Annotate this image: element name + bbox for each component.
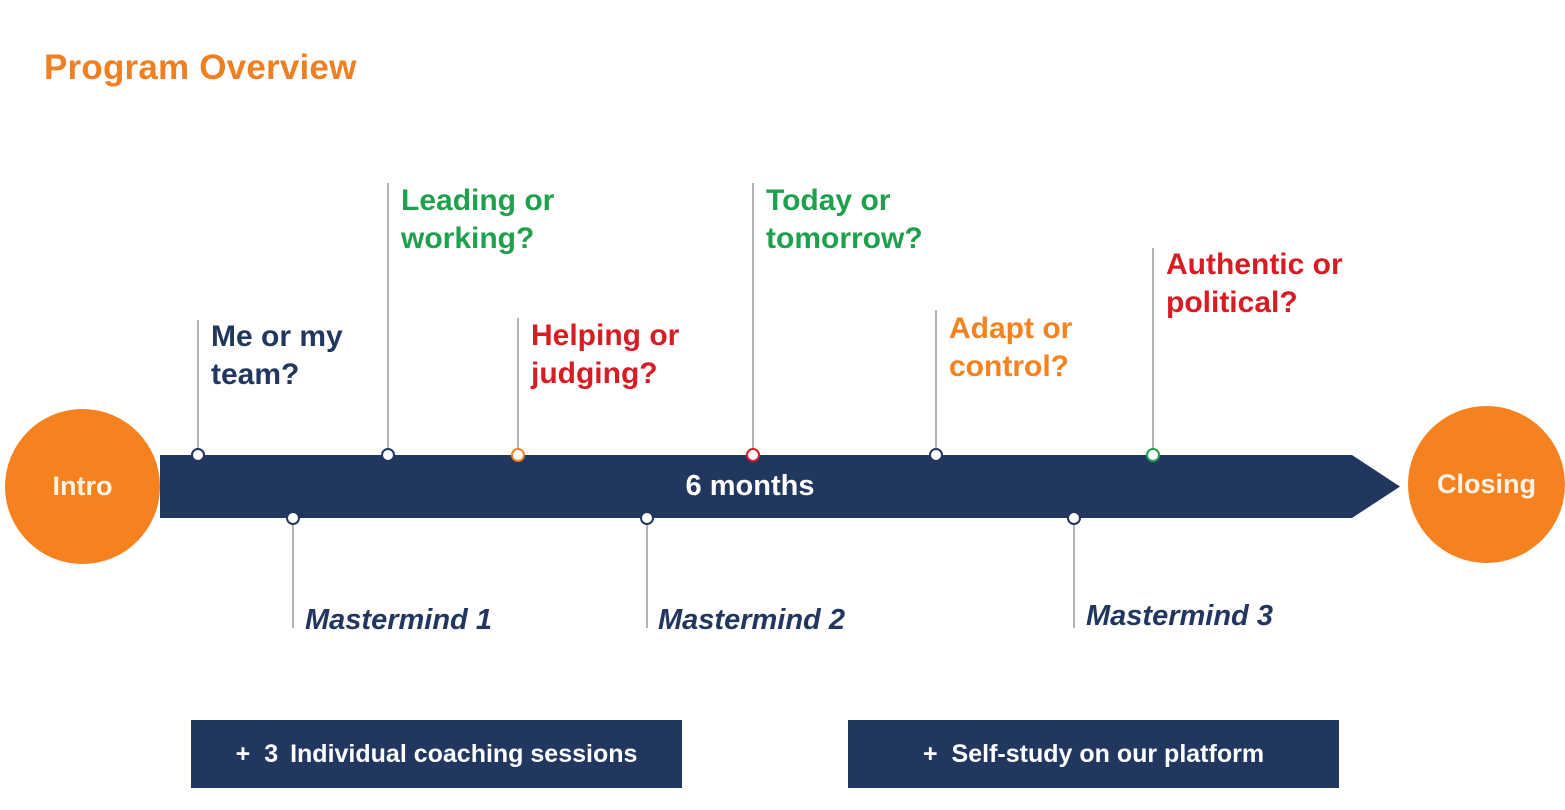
mastermind-connector-3 — [1073, 518, 1075, 628]
mastermind-marker-2[interactable] — [640, 511, 654, 525]
plus-icon: + — [922, 739, 938, 768]
mastermind-connector-2 — [646, 518, 648, 628]
timeline-end-closing[interactable]: Closing — [1408, 406, 1565, 563]
closing-label: Closing — [1437, 469, 1536, 499]
topic-marker-5[interactable] — [929, 448, 943, 462]
topic-connector-2 — [387, 183, 389, 455]
topic-connector-5 — [935, 310, 937, 455]
topic-connector-3 — [517, 318, 519, 455]
coaching-label: Individual coaching sessions — [290, 739, 638, 768]
topic-marker-6[interactable] — [1146, 448, 1160, 462]
topic-label-authentic-or-political: Authentic or political? — [1166, 248, 1343, 320]
topic-marker-2[interactable] — [381, 448, 395, 462]
intro-label: Intro — [52, 471, 113, 501]
mastermind-label-2: Mastermind 2 — [658, 604, 845, 636]
selfstudy-label: Self-study on our platform — [951, 739, 1265, 768]
topic-marker-3[interactable] — [511, 448, 525, 462]
topic-marker-1[interactable] — [191, 448, 205, 462]
topic-label-adapt-or-control: Adapt or control? — [949, 312, 1073, 384]
topic-marker-4[interactable] — [746, 448, 760, 462]
timeline-bar — [160, 455, 1400, 518]
topic-connector-4 — [752, 183, 754, 455]
topic-label-today-or-tomorrow: Today or tomorrow? — [766, 184, 923, 256]
page-title: Program Overview — [44, 48, 357, 87]
mastermind-marker-3[interactable] — [1067, 511, 1081, 525]
topic-label-helping-or-judging: Helping or judging? — [531, 319, 680, 391]
coaching-count: 3 — [264, 739, 279, 768]
mastermind-marker-1[interactable] — [286, 511, 300, 525]
timeline-start-intro[interactable]: Intro — [5, 409, 160, 564]
topic-connector-1 — [197, 320, 199, 455]
footer-chip-self-study[interactable]: + Self-study on our platform — [848, 720, 1339, 788]
plus-icon: + — [235, 739, 251, 768]
topic-connector-6 — [1152, 248, 1154, 455]
mastermind-label-1: Mastermind 1 — [305, 604, 492, 636]
topic-label-leading-or-working: Leading or working? — [401, 184, 555, 256]
footer-chip-coaching-sessions[interactable]: + 3 Individual coaching sessions — [191, 720, 682, 788]
mastermind-label-3: Mastermind 3 — [1086, 600, 1273, 632]
topic-label-me-or-my-team: Me or my team? — [211, 320, 343, 392]
mastermind-connector-1 — [292, 518, 294, 628]
